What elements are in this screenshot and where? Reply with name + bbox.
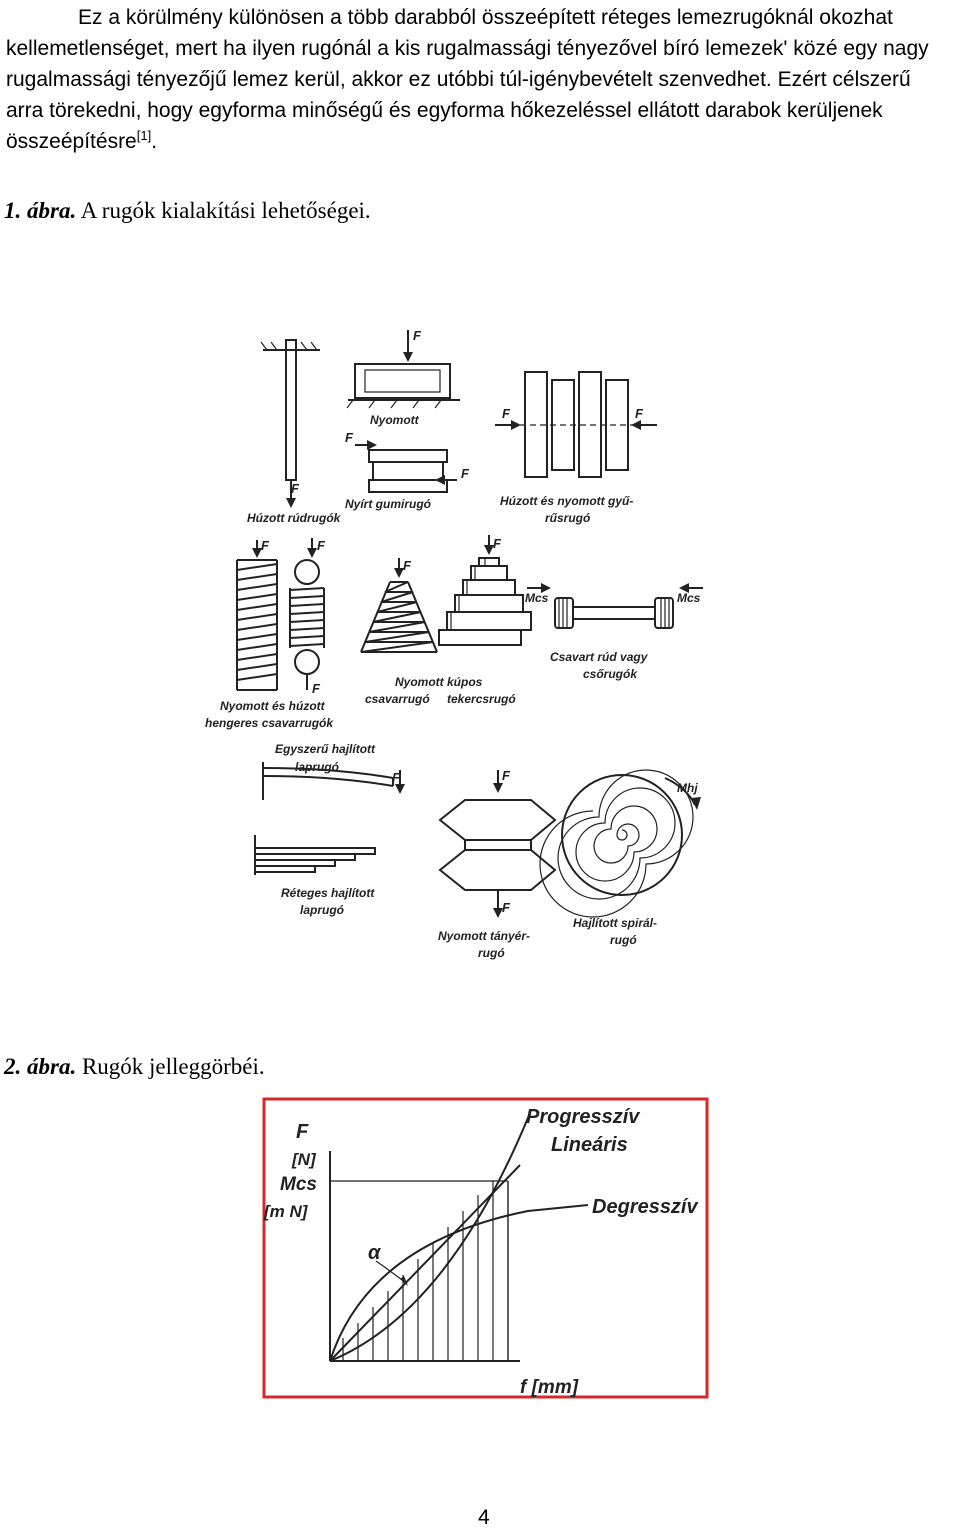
y-axis-label: F [N] Mcs [m N]	[263, 1121, 317, 1221]
figure1-caption: 1. ábra. A rugók kialakítási lehetőségei…	[4, 198, 371, 224]
force-label: F	[261, 538, 270, 553]
sheared-rubber-spring-drawing	[355, 440, 457, 493]
linear-curve	[329, 1164, 521, 1362]
label-nyomott: Nyomott	[370, 413, 420, 427]
label-spiral-line2: rugó	[610, 933, 637, 947]
label-egyszeru-line1: Egyszerű hajlított	[275, 742, 376, 756]
laminated-leaf-spring-drawing	[254, 835, 376, 875]
force-label: F	[502, 768, 511, 783]
label-kupos-line2: csavarrugó	[365, 692, 430, 706]
force-label: F	[461, 466, 470, 481]
force-label: F	[312, 681, 321, 696]
disc-spring-drawing	[438, 770, 557, 918]
force-label: F	[345, 430, 354, 445]
curve-label-linear: Lineáris	[551, 1134, 628, 1156]
bending-moment-label: Mhj	[677, 781, 698, 795]
force-label: F	[317, 538, 326, 553]
cylindrical-coil-springs-drawing	[236, 538, 325, 691]
torque-label: Mcs	[677, 591, 701, 605]
curve-label-progressive: Progresszív	[526, 1106, 641, 1128]
label-reteges-line1: Réteges hajlított	[281, 886, 375, 900]
torque-label: Mcs	[525, 591, 549, 605]
rod-spring-drawing	[260, 339, 320, 508]
label-hengeres-line1: Nyomott és húzott	[220, 699, 326, 713]
force-label: F	[502, 406, 511, 421]
label-huzott-rudrugok: Húzott rúdrugók	[247, 511, 342, 525]
figure1-number: 1. ábra.	[4, 198, 77, 223]
label-egyszeru-line2: laprugó	[295, 760, 339, 774]
simple-leaf-spring-drawing	[262, 762, 405, 800]
label-nyirt-gumirugo: Nyírt gumirugó	[345, 497, 431, 511]
label-gyurusrugo-line2: rűsrugó	[545, 511, 590, 525]
label-spiral-line1: Hajlított spirál-	[573, 916, 657, 930]
angle-label: α	[368, 1242, 382, 1264]
torsion-bar-drawing	[527, 583, 703, 629]
ring-spring-drawing	[495, 371, 657, 478]
svg-text:Mcs: Mcs	[280, 1174, 317, 1195]
force-label: F	[403, 558, 412, 573]
compressed-rubber-spring-drawing	[346, 330, 460, 409]
label-tanyer-line1: Nyomott tányér-	[438, 929, 530, 943]
force-label: F	[392, 770, 401, 785]
spring-characteristics-figure: F [N] Mcs [m N] f [mm] α Progresszív Lin…	[262, 1097, 709, 1399]
curve-label-degressive: Degresszív	[592, 1196, 699, 1218]
spiral-spring-drawing	[539, 769, 701, 918]
label-gyurusrugo-line1: Húzott és nyomott gyű-	[500, 494, 633, 508]
figure2-number: 2. ábra.	[4, 1054, 77, 1079]
page-number: 4	[478, 1506, 490, 1529]
figure2-caption: 2. ábra. Rugók jelleggörbéi.	[4, 1054, 265, 1080]
svg-text:[N]: [N]	[291, 1150, 317, 1169]
spring-types-figure: F Húzott rúdrugók F Nyomott F F Nyírt gu…	[205, 328, 703, 960]
x-axis-label: f [mm]	[520, 1377, 579, 1398]
label-tanyer-line2: rugó	[478, 946, 505, 960]
degressive-curve	[329, 1204, 589, 1362]
label-reteges-line2: laprugó	[300, 903, 344, 917]
label-kupos-line1: Nyomott kúpos	[395, 675, 483, 689]
label-hengeres-line2: hengeres csavarrugók	[205, 716, 334, 730]
force-label: F	[413, 328, 422, 343]
paragraph-text: Ez a körülmény különösen a több darabból…	[6, 6, 929, 153]
label-csavart-line1: Csavart rúd vagy	[550, 650, 649, 664]
force-label: F	[635, 406, 644, 421]
volute-spring-drawing	[438, 535, 532, 646]
force-label: F	[502, 900, 511, 915]
svg-text:[m N]: [m N]	[263, 1202, 309, 1221]
force-label: F	[493, 536, 502, 551]
paragraph-end: .	[151, 130, 158, 153]
label-csavart-line2: csőrugók	[583, 667, 638, 681]
figure2-caption-text: Rugók jelleggörbéi.	[81, 1054, 265, 1079]
label-tekercsrugo: tekercsrugó	[447, 692, 516, 706]
svg-text:F: F	[296, 1121, 309, 1143]
force-label: F	[291, 481, 300, 496]
reference-marker: [1]	[136, 128, 152, 143]
conical-coil-spring-drawing	[360, 558, 438, 653]
axes	[329, 1151, 520, 1362]
body-paragraph: Ez a körülmény különösen a több darabból…	[6, 2, 950, 157]
figure-frame	[262, 1097, 709, 1399]
progressive-curve	[329, 1112, 531, 1362]
figure1-caption-text: A rugók kialakítási lehetőségei.	[80, 198, 371, 223]
